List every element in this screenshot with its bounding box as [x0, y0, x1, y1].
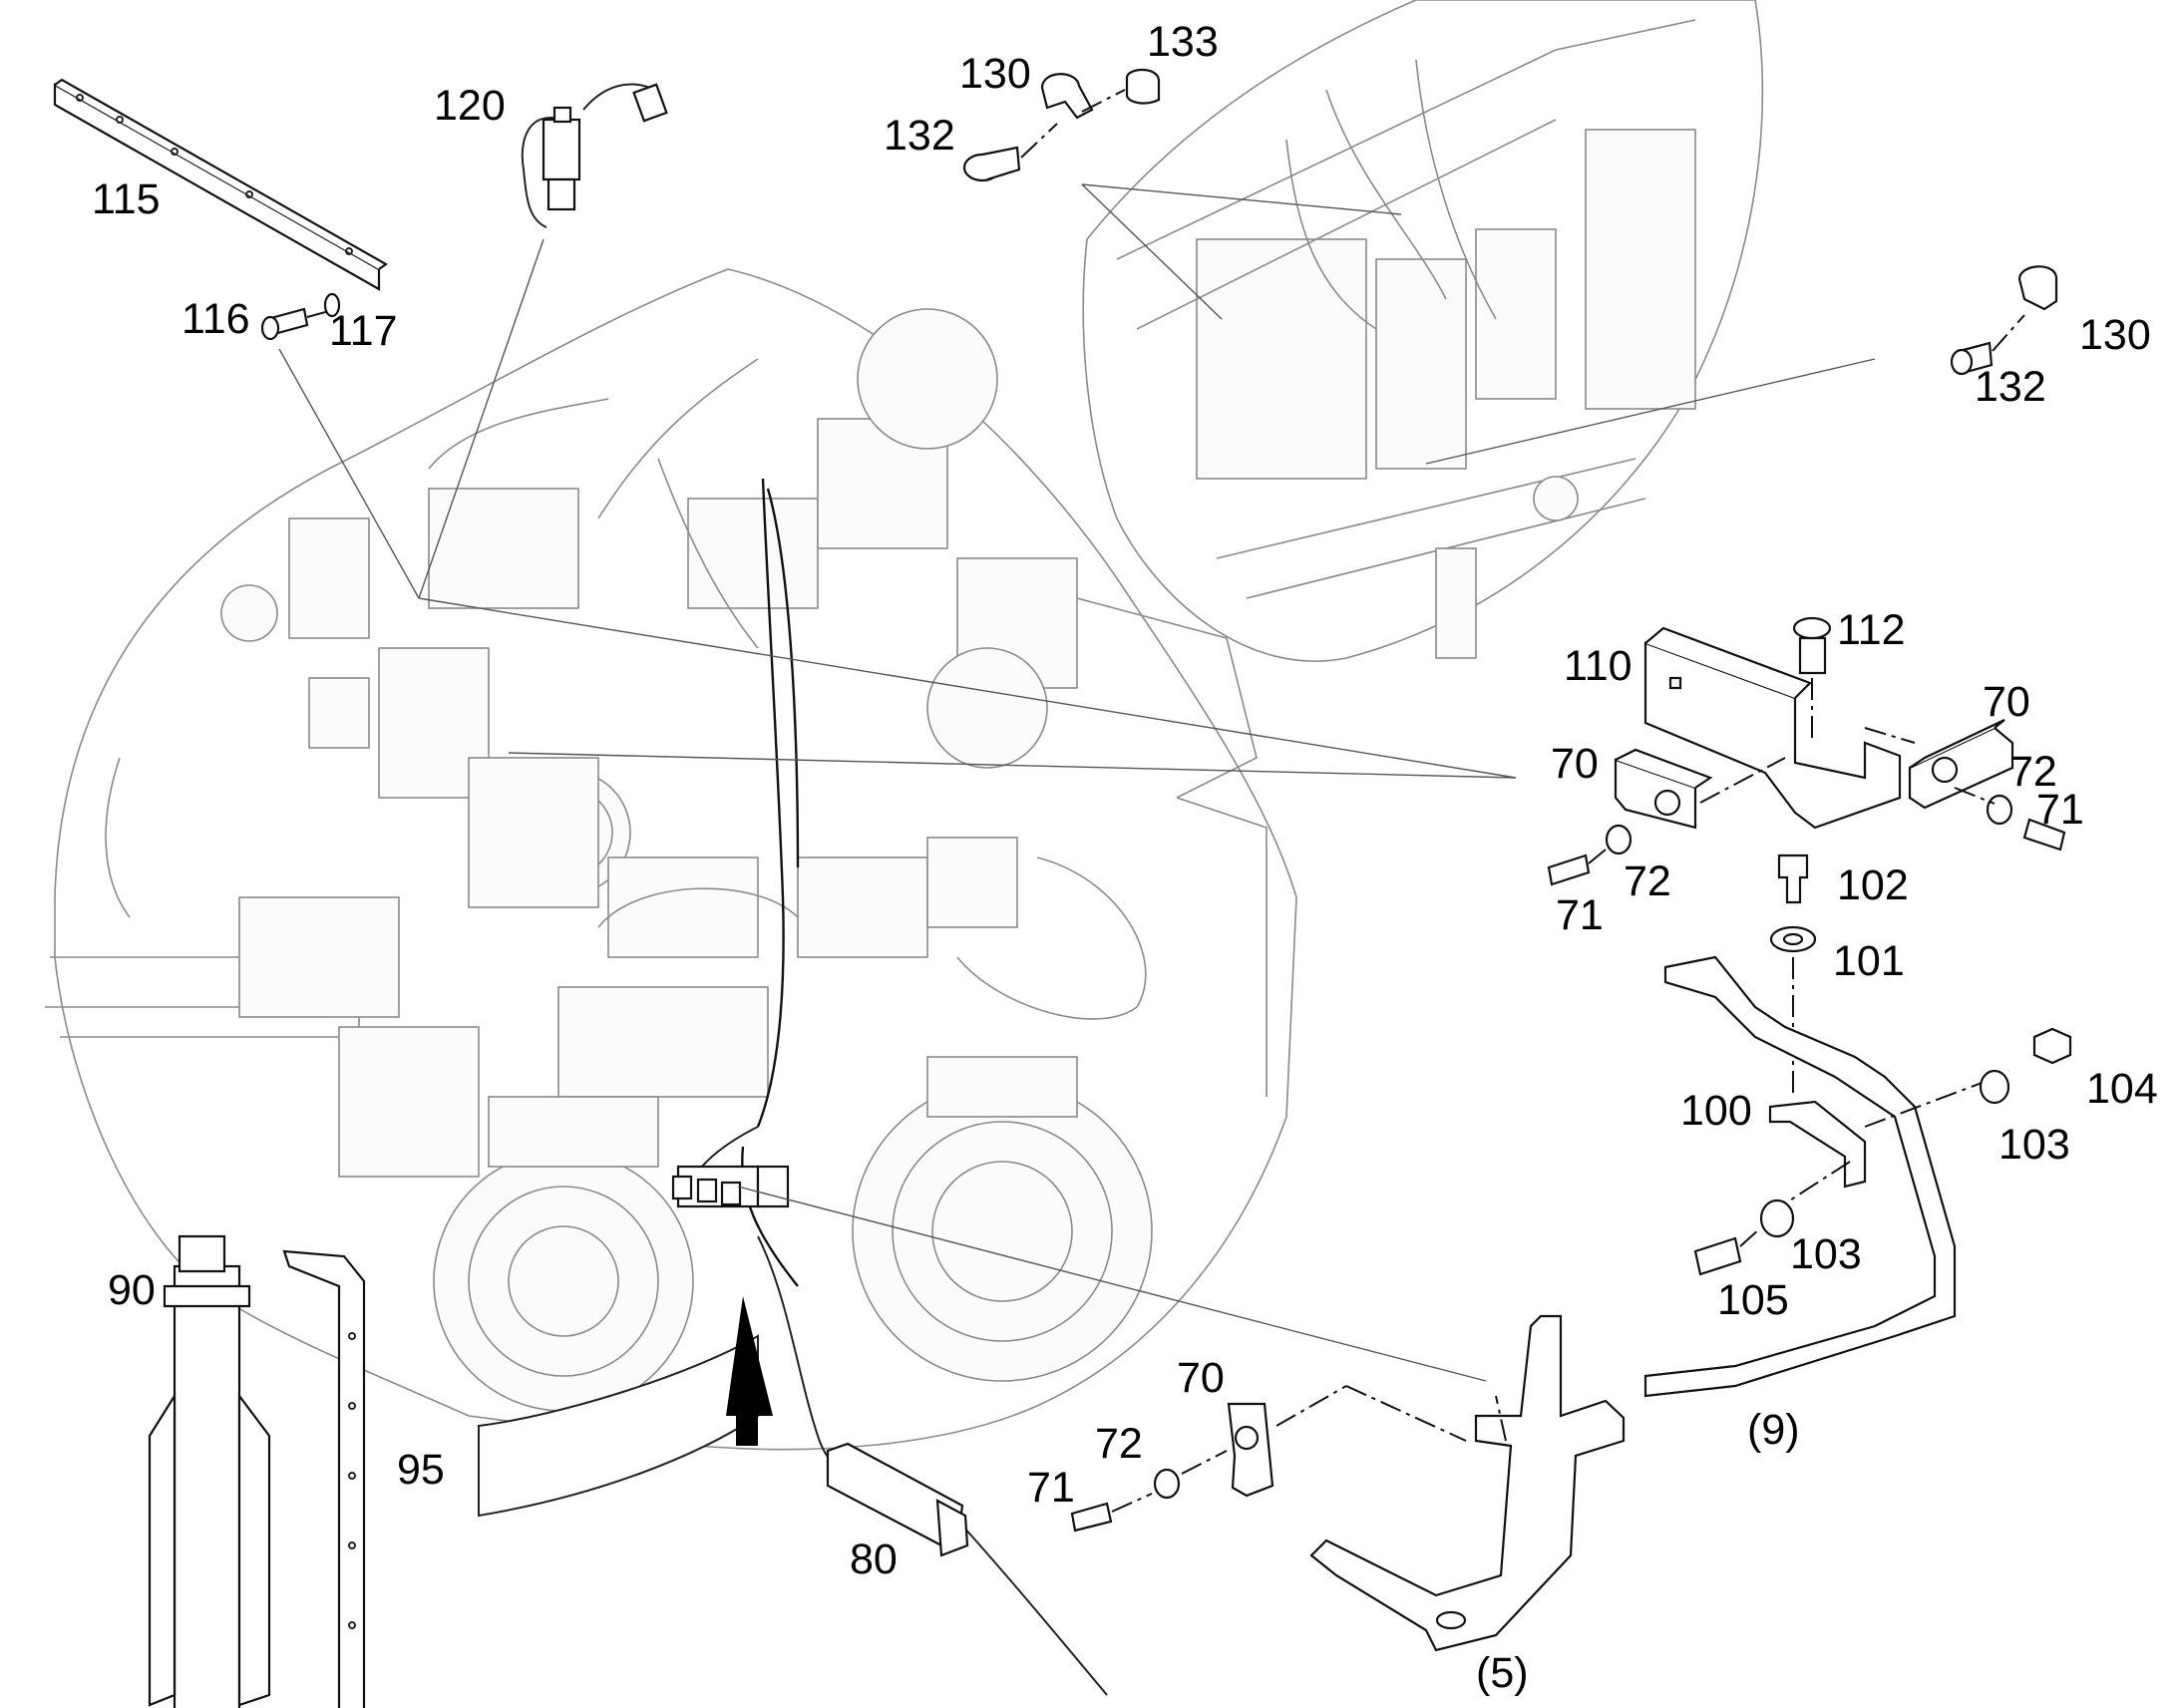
label-116: 116 [182, 295, 250, 343]
label-117: 117 [329, 307, 398, 355]
tool-90 [148, 1234, 271, 1708]
label-5: (5) [1476, 1649, 1529, 1697]
label-132-top: 132 [884, 112, 955, 160]
clip-130-right [1950, 265, 2058, 376]
clamp-70-left [1547, 748, 1786, 886]
detail-inset-view [1082, 0, 1764, 662]
pressure-switch-120 [521, 83, 668, 228]
label-70-right: 70 [1983, 678, 2030, 726]
bracket-5 [1309, 1314, 1626, 1652]
label-80: 80 [850, 1536, 898, 1583]
leader-lines [278, 183, 1876, 1382]
label-70-left: 70 [1551, 740, 1599, 788]
label-103-bottom: 103 [1790, 1230, 1862, 1278]
label-133: 133 [1147, 18, 1219, 66]
clip-130-top [962, 68, 1161, 182]
label-72-bottom: 72 [1095, 1420, 1143, 1468]
sensor-80 [826, 1442, 969, 1557]
label-9: (9) [1747, 1406, 1800, 1454]
label-101: 101 [1833, 937, 1905, 985]
screw-116 [260, 292, 341, 341]
label-72-right: 72 [2009, 748, 2057, 796]
label-110: 110 [1564, 642, 1633, 690]
label-95: 95 [397, 1446, 445, 1494]
callout-labels: 115 116 117 120 130 133 132 130 132 112 … [92, 18, 2158, 1697]
label-71-right: 71 [2036, 786, 2084, 834]
bracket-110 [1643, 616, 1916, 830]
bracket-9 [1643, 955, 1986, 1398]
label-71-left: 71 [1556, 891, 1604, 939]
label-70-bottom: 70 [1177, 1354, 1225, 1402]
strip-95 [282, 1249, 366, 1708]
label-130-right: 130 [2079, 311, 2151, 359]
clamp-70-right [1908, 719, 2066, 852]
direction-arrow [478, 1296, 773, 1518]
nut-104 [1693, 1027, 2072, 1276]
label-120: 120 [434, 82, 506, 130]
label-71-bottom: 71 [1027, 1464, 1075, 1512]
label-105: 105 [1717, 1276, 1789, 1324]
bolt-102 [1769, 854, 1817, 1097]
label-115: 115 [92, 175, 161, 223]
label-72-left: 72 [1624, 857, 1671, 905]
label-112: 112 [1837, 606, 1906, 654]
label-102: 102 [1837, 861, 1909, 909]
main-assembly-view [45, 268, 1297, 1696]
bracket-100 [1764, 1100, 1867, 1217]
label-103-right: 103 [1998, 1121, 2070, 1169]
label-100: 100 [1680, 1087, 1752, 1135]
label-130-top: 130 [959, 50, 1031, 98]
label-90: 90 [108, 1266, 156, 1314]
label-132-right: 132 [1975, 363, 2046, 411]
strip-115 [53, 78, 389, 291]
label-104: 104 [2086, 1065, 2158, 1113]
clamp-70-bottom [1070, 1385, 1467, 1533]
